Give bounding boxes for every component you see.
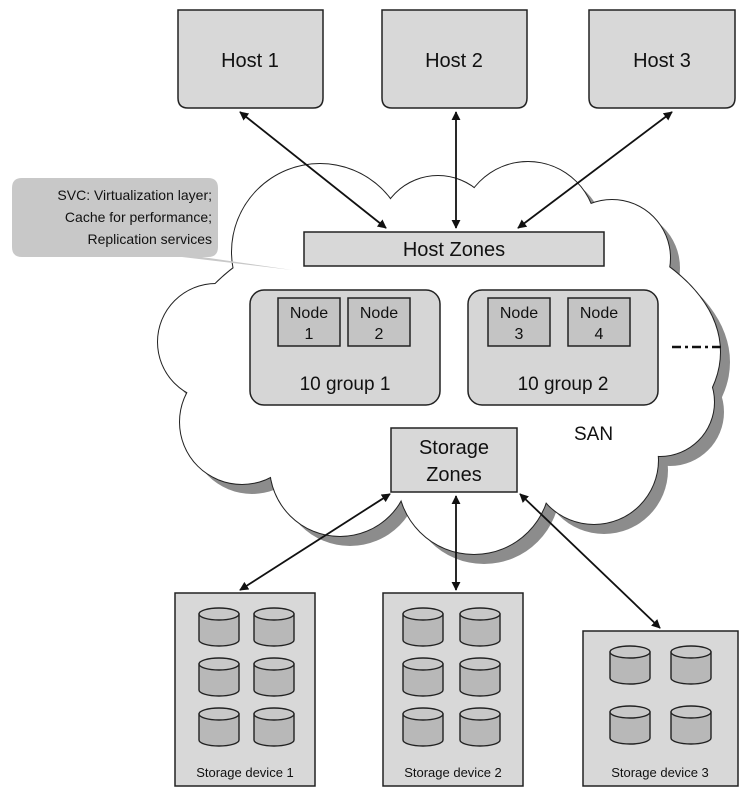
disk-icon bbox=[198, 657, 240, 697]
node-box-2: Node 2 bbox=[347, 297, 411, 347]
disk-icon bbox=[198, 607, 240, 647]
disk-icon bbox=[459, 607, 501, 647]
node-1-label-line1: Node bbox=[290, 305, 328, 322]
disk-icon bbox=[459, 657, 501, 697]
io-group-2: Node 3 Node 4 10 group 2 bbox=[467, 289, 659, 406]
host-label-2: Host 2 bbox=[425, 50, 483, 72]
disk-icon bbox=[253, 707, 295, 747]
svc-callout: SVC: Virtualization layer; Cache for per… bbox=[12, 178, 292, 270]
disk-icon bbox=[253, 607, 295, 647]
callout-line-3: Replication services bbox=[88, 231, 213, 247]
disk-icon bbox=[253, 657, 295, 697]
storage-device-3-label: Storage device 3 bbox=[611, 765, 709, 780]
storage-device-2: Storage device 2 bbox=[382, 592, 524, 787]
host-label-1: Host 1 bbox=[221, 50, 279, 72]
disk-icon bbox=[402, 657, 444, 697]
host3-hostzones-arrow bbox=[517, 111, 673, 229]
storage-zones-label-line1: Storage bbox=[419, 437, 489, 459]
disk-icon bbox=[198, 707, 240, 747]
callout-line-1: SVC: Virtualization layer; bbox=[57, 187, 212, 203]
disk-icon bbox=[609, 705, 651, 745]
host-zones-label: Host Zones bbox=[403, 239, 505, 261]
host-box-3: Host 3 bbox=[588, 9, 736, 109]
node-4-label-line2: 4 bbox=[595, 326, 604, 343]
node-3-label-line1: Node bbox=[500, 305, 538, 322]
host-label-3: Host 3 bbox=[633, 50, 691, 72]
callout-line-2: Cache for performance; bbox=[65, 209, 212, 225]
node-2-label-line1: Node bbox=[360, 305, 398, 322]
host-zones-box: Host Zones bbox=[303, 231, 605, 267]
storage-device-1: Storage device 1 bbox=[174, 592, 316, 787]
node-1-label-line2: 1 bbox=[305, 326, 314, 343]
disk-icon bbox=[609, 645, 651, 685]
storagezones-device1-arrow bbox=[239, 493, 391, 591]
storage-device-2-label: Storage device 2 bbox=[404, 765, 502, 780]
storagezones-device3-arrow bbox=[519, 493, 661, 629]
host-box-1: Host 1 bbox=[177, 9, 324, 109]
storage-zones-box: Storage Zones bbox=[390, 427, 518, 493]
io-group-1-label: 10 group 1 bbox=[300, 374, 391, 395]
io-group-2-label: 10 group 2 bbox=[518, 374, 609, 395]
disk-icon bbox=[670, 705, 712, 745]
disk-icon bbox=[459, 707, 501, 747]
storage-device-1-label: Storage device 1 bbox=[196, 765, 294, 780]
node-3-label-line2: 3 bbox=[515, 326, 524, 343]
node-box-1: Node 1 bbox=[277, 297, 341, 347]
disk-icon bbox=[402, 607, 444, 647]
node-2-label-line2: 2 bbox=[375, 326, 384, 343]
io-group-1: Node 1 Node 2 10 group 1 bbox=[249, 289, 441, 406]
node-4-label-line1: Node bbox=[580, 305, 618, 322]
host-box-2: Host 2 bbox=[381, 9, 528, 109]
disk-icon bbox=[402, 707, 444, 747]
storage-zones-label-line2: Zones bbox=[426, 464, 482, 486]
storage-device-3: Storage device 3 bbox=[582, 630, 739, 787]
host1-hostzones-arrow bbox=[239, 111, 387, 229]
node-box-4: Node 4 bbox=[567, 297, 631, 347]
node-box-3: Node 3 bbox=[487, 297, 551, 347]
san-label: SAN bbox=[574, 424, 613, 445]
disk-icon bbox=[670, 645, 712, 685]
